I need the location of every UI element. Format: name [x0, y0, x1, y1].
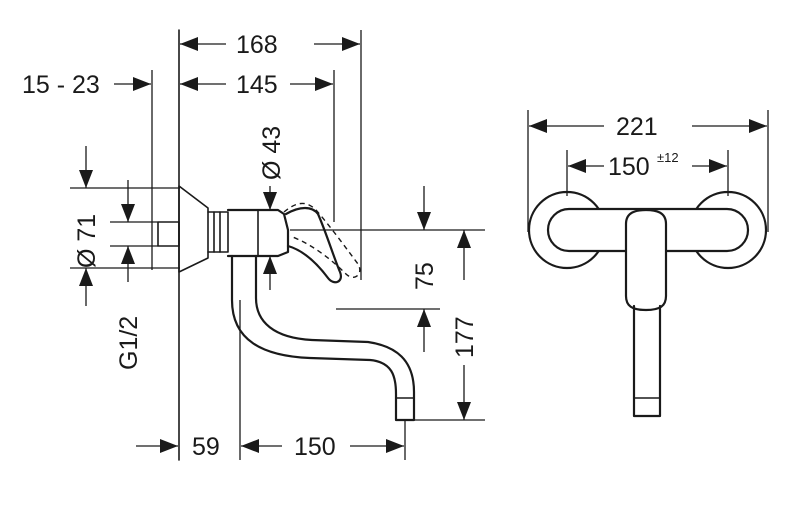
lever-front [624, 208, 668, 312]
arrowhead [241, 439, 259, 453]
rosette [178, 185, 209, 273]
arrowhead [160, 439, 178, 453]
dim-g12-label: G1/2 [115, 316, 143, 370]
arrowhead [79, 268, 93, 286]
dim-15-23-label: 15 - 23 [22, 71, 100, 99]
side-view: 168 145 15 - 23 Ø 43 Ø 71 G1/2 [22, 29, 485, 461]
dim-150-tolerance: ±12 [657, 150, 679, 165]
arrowhead [457, 402, 471, 420]
dim-59-label: 59 [192, 433, 220, 461]
arrowhead [417, 309, 431, 327]
arrowhead [121, 246, 135, 264]
arrowhead [529, 119, 547, 133]
arrowhead [79, 170, 93, 188]
arrowhead [749, 119, 767, 133]
arrowhead [457, 230, 471, 248]
front-view: 221 150 ±12 [527, 110, 769, 418]
arrowhead [386, 439, 404, 453]
arrowhead [180, 37, 198, 51]
spout [230, 254, 416, 422]
lever-handle [284, 206, 342, 284]
arrowhead [121, 204, 135, 222]
arrowhead [263, 192, 277, 210]
arrowhead [315, 77, 333, 91]
dim-168-label: 168 [236, 31, 278, 59]
arrowhead [180, 77, 198, 91]
arrowhead [133, 77, 151, 91]
connection-nut [157, 221, 180, 247]
arrowhead [263, 256, 277, 274]
arrowhead [417, 212, 431, 230]
dim-75-label: 75 [411, 262, 439, 290]
dim-d71-label: Ø 71 [73, 214, 101, 268]
lever-handle-alt [283, 202, 361, 278]
spout-front [632, 304, 662, 418]
mixer-body [226, 208, 290, 258]
dim-221-label: 221 [616, 113, 658, 141]
arrowhead [568, 159, 586, 173]
dim-145-label: 145 [236, 71, 278, 99]
dim-150-reach-label: 150 [294, 433, 336, 461]
dim-177-label: 177 [451, 316, 479, 358]
dim-d43-label: Ø 43 [258, 126, 286, 180]
dim-150-center-label: 150 [608, 153, 650, 181]
arrowhead [709, 159, 727, 173]
eccentric-connector [207, 211, 229, 253]
arrowhead [342, 37, 360, 51]
